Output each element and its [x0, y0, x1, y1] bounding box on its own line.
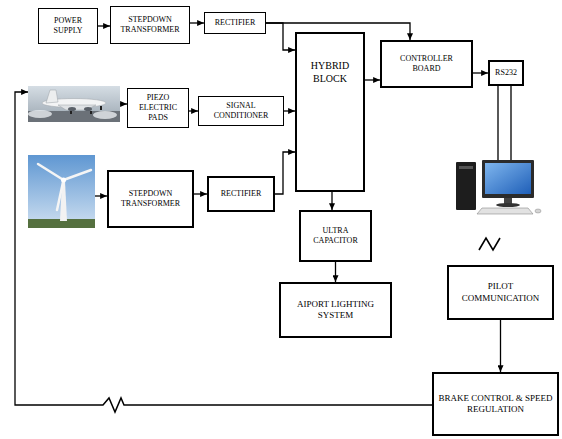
connector-arrow [365, 79, 380, 80]
port-box: RS232 [488, 60, 524, 86]
process-box: RECTIFIER [207, 176, 275, 212]
process-box: STEPDOWN TRANSFORMER [110, 6, 190, 44]
wind-turbine-picture [28, 155, 95, 228]
process-box: STEPDOWN TRANSFORMER [107, 170, 194, 228]
box-label: STEPDOWN TRANSFORMER [115, 15, 185, 35]
box-label: AIPORT LIGHTING SYSTEM [285, 299, 386, 322]
box-label: BRAKE CONTROL & SPEED REGULATION [438, 393, 553, 416]
connector-arrow [190, 22, 204, 23]
box-label: RECTIFIER [215, 18, 255, 28]
feed-arrow [95, 195, 107, 196]
line-gap [98, 396, 128, 414]
feed-arrow [120, 103, 127, 104]
box-label: RECTIFIER [221, 189, 261, 199]
box-label: ULTRA CAPACITOR [305, 226, 366, 246]
box-label: CONTROLLER BOARD [386, 54, 467, 74]
wireless-break-symbol [479, 238, 500, 250]
controller-box: CONTROLLER BOARD [380, 40, 473, 88]
box-label: POWER SUPPLY [43, 16, 93, 36]
connector-arrow [284, 110, 295, 111]
box-label: HYBRID BLOCK [301, 60, 359, 85]
box-label: PIEZO ELECTRIC PADS [132, 93, 184, 123]
process-box: SIGNAL CONDITIONER [198, 96, 284, 126]
hybrid-block: HYBRID BLOCK [295, 32, 365, 192]
connector-arrow [189, 110, 198, 111]
connector-arrow [473, 72, 488, 73]
connector-arrow [335, 262, 336, 282]
airplane-picture [28, 86, 120, 122]
serial-cable [498, 86, 511, 160]
storage-box: ULTRA CAPACITOR [299, 210, 372, 262]
sensor-box: PIEZO ELECTRIC PADS [127, 88, 189, 128]
connector-arrow [194, 193, 207, 194]
connector-arrow [266, 23, 295, 50]
wireless-break-symbol [98, 398, 128, 412]
box-label: RS232 [495, 68, 517, 78]
box-label: PILOT COMMUNICATION [453, 281, 548, 304]
process-box: PILOT COMMUNICATION [447, 265, 554, 320]
computer-picture [456, 160, 541, 214]
box-label: SIGNAL CONDITIONER [203, 101, 279, 121]
connector-arrow [331, 192, 332, 210]
box-label: STEPDOWN TRANSFORMER [113, 189, 188, 209]
connector-arrow [98, 25, 110, 26]
connector-arrow [500, 320, 501, 372]
control-box: BRAKE CONTROL & SPEED REGULATION [432, 372, 559, 436]
connector-arrow [275, 152, 295, 194]
feedback-line [15, 92, 432, 405]
load-box: AIPORT LIGHTING SYSTEM [279, 282, 392, 338]
process-box: RECTIFIER [204, 12, 266, 34]
source-box: POWER SUPPLY [38, 8, 98, 44]
